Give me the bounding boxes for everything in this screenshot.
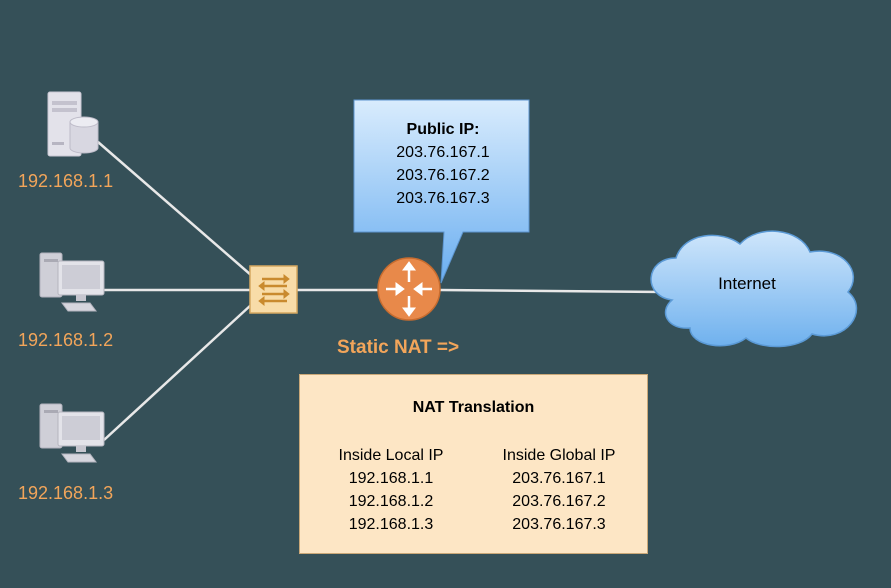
public-ip-line: 203.76.167.1 <box>396 144 490 161</box>
column-header: Inside Global IP <box>502 447 616 464</box>
host-ip-label-1: 192.168.1.1 <box>18 171 114 191</box>
table-cell: 203.76.167.2 <box>512 493 606 510</box>
table-cell: 203.76.167.1 <box>512 470 606 487</box>
link-pc3-switch <box>103 304 252 441</box>
router-icon <box>377 257 441 321</box>
table-cell: 192.168.1.2 <box>348 493 434 510</box>
public-ip-callout <box>353 99 530 284</box>
desktop-computer-icon <box>39 252 105 312</box>
server-icon <box>47 91 99 157</box>
host-ip-label-3: 192.168.1.3 <box>18 483 114 503</box>
link-server-switch <box>97 141 252 276</box>
internet-cloud-icon <box>650 230 858 348</box>
internet-label: Internet <box>718 274 776 293</box>
link-router-internet <box>439 288 667 294</box>
desktop-computer-icon <box>39 403 105 463</box>
nat-translation-table: NAT Translation Inside Local IP 192.168.… <box>299 374 648 554</box>
inside-local-column: Inside Local IP 192.168.1.1 192.168.1.2 … <box>316 444 466 536</box>
static-nat-label: Static NAT => <box>337 337 460 358</box>
public-ip-line: 203.76.167.3 <box>396 190 490 207</box>
column-header: Inside Local IP <box>338 447 444 464</box>
table-cell: 192.168.1.1 <box>348 470 434 487</box>
public-ip-line: 203.76.167.2 <box>396 167 490 184</box>
table-cell: 192.168.1.3 <box>348 516 434 533</box>
nat-table-title: NAT Translation <box>412 399 535 416</box>
table-cell: 203.76.167.3 <box>512 516 606 533</box>
callout-title: Public IP: <box>406 121 480 138</box>
public-ip-callout-text: Public IP: 203.76.167.1 203.76.167.2 203… <box>357 118 529 210</box>
host-ip-label-2: 192.168.1.2 <box>18 330 114 350</box>
inside-global-column: Inside Global IP 203.76.167.1 203.76.167… <box>484 444 634 536</box>
switch-icon <box>249 265 298 314</box>
